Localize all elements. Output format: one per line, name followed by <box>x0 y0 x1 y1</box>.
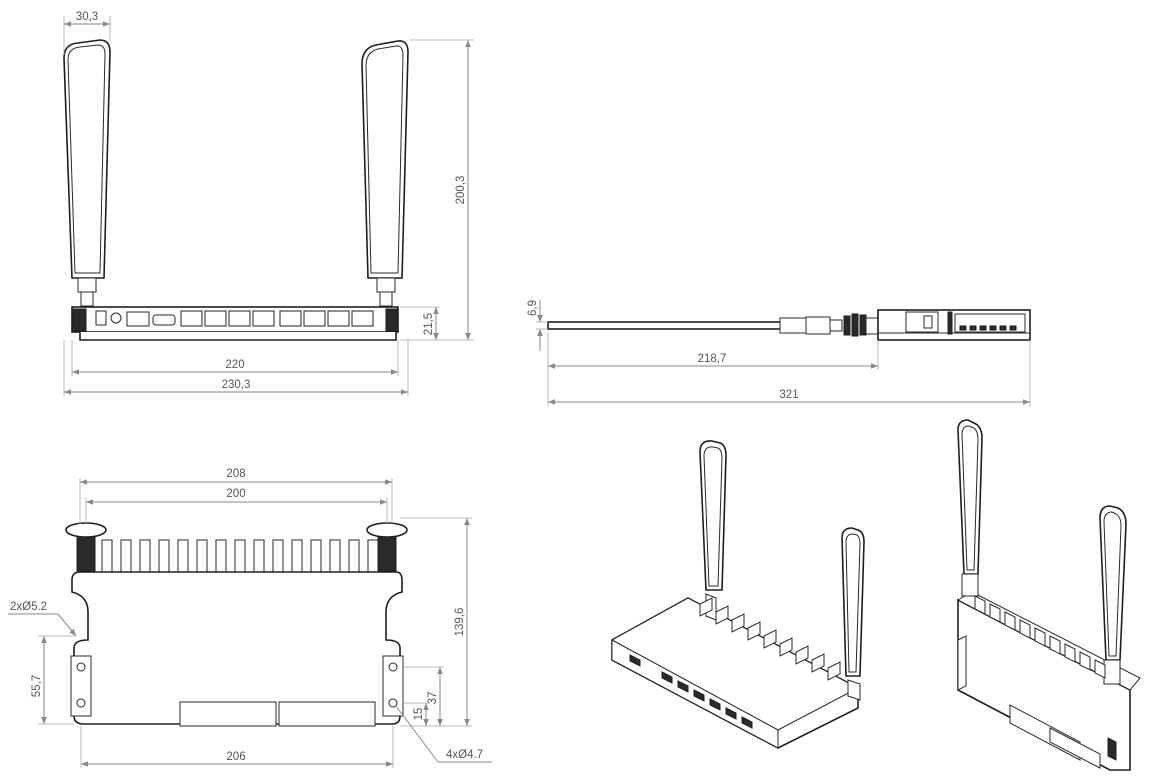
dim-antenna-thickness: 6,9 <box>527 300 539 316</box>
dim-outer-span: 208 <box>226 468 245 480</box>
isometric-view-left <box>610 440 865 749</box>
dim-antenna-length: 218,7 <box>698 353 727 365</box>
front-view: 30,3 200,3 21,5 220 230,3 <box>63 11 474 396</box>
antenna-connectors-bottom <box>65 522 408 572</box>
dim-overall-width: 230,3 <box>222 379 251 391</box>
left-antenna <box>63 39 111 307</box>
dim-mount-offset: 15 <box>413 708 425 721</box>
dim-body-height: 21,5 <box>423 313 435 335</box>
dim-mount-height: 37 <box>427 692 439 705</box>
dim-slot-holes: 2xØ5.2 <box>10 601 47 613</box>
dim-inner-span: 200 <box>226 488 245 500</box>
dim-base-width: 206 <box>226 751 245 763</box>
dim-hole-offset: 55,7 <box>31 675 43 697</box>
dim-depth: 139,6 <box>454 608 466 637</box>
side-view: 6,9 218,7 321 <box>527 300 1031 406</box>
dim-antenna-height: 200,3 <box>455 176 467 205</box>
right-antenna <box>361 40 409 307</box>
dim-antenna-width: 30,3 <box>76 11 98 23</box>
dim-mount-holes: 4xØ4.7 <box>446 749 483 761</box>
folded-antenna <box>547 313 879 337</box>
router-side-body <box>877 309 1031 341</box>
router-front-body <box>71 306 399 341</box>
router-bottom-body <box>70 571 404 727</box>
isometric-view-right <box>956 419 1141 771</box>
heatsink-fins <box>101 539 379 575</box>
dim-overall-length: 321 <box>779 389 798 401</box>
bottom-view: 208 200 139,6 2xØ5.2 55,7 37 15 206 <box>8 468 492 768</box>
ethernet-ports-front <box>180 310 374 327</box>
dim-body-width: 220 <box>225 359 244 371</box>
